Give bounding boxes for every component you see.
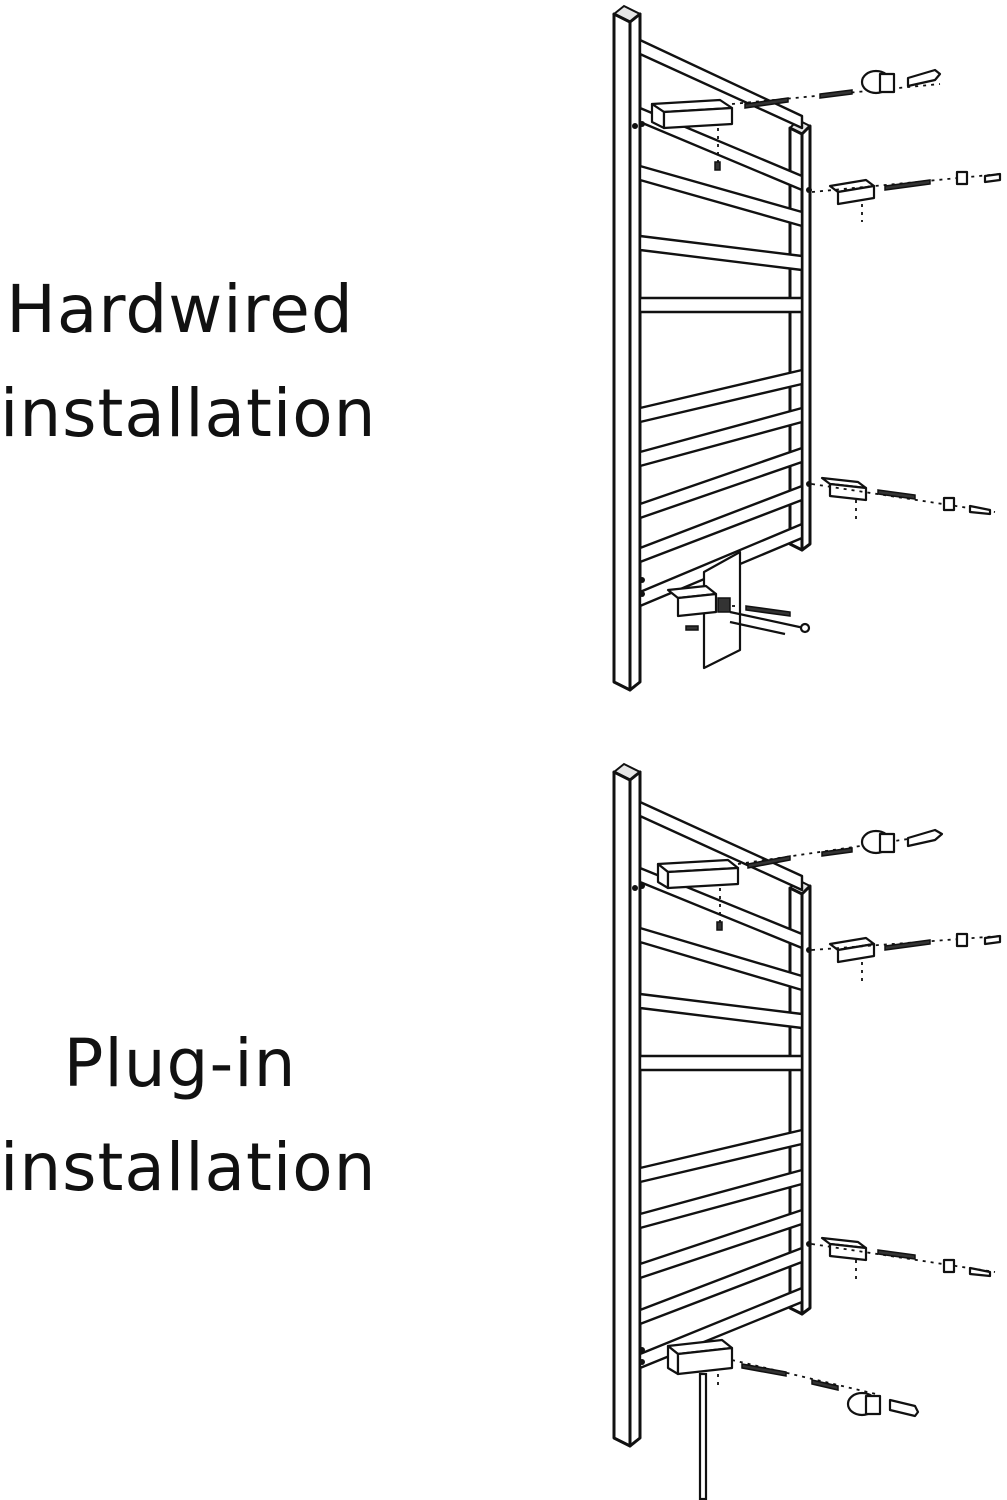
left-post-side [628,12,642,692]
rack-bars [638,800,804,1370]
rack-drawing [612,4,812,692]
power-cord-icon [698,1372,708,1500]
plugin-rack-diagram [612,762,1002,1500]
hardwired-label: Hardwired installation [0,258,377,466]
hardwired-rack-diagram [612,4,1002,692]
plugin-label-line1: Plug-in [63,1025,297,1102]
mount-top-right [806,932,1002,982]
plugin-label: Plug-in installation [0,1012,377,1220]
plugin-label-line2: installation [0,1129,377,1206]
mount-top-left [632,828,944,931]
mount-bottom-right [806,476,996,520]
left-post-front [612,770,632,1448]
hardwired-panel: Hardwired installation [0,4,1002,692]
rack-bars [638,38,804,608]
mount-bottom-left-with-cord [639,1338,920,1500]
rack-drawing [612,762,812,1448]
hardwired-label-line2: installation [0,375,377,452]
junction-box-bottom-left [639,550,811,670]
plugin-panel: Plug-in installation [0,750,1007,1500]
mount-top-left [632,68,942,171]
mount-bottom-right [806,1236,996,1280]
left-post-front [612,12,632,692]
hardwired-label-line1: Hardwired [6,271,354,348]
mount-top-right [806,170,1002,222]
left-post-side [628,770,642,1448]
